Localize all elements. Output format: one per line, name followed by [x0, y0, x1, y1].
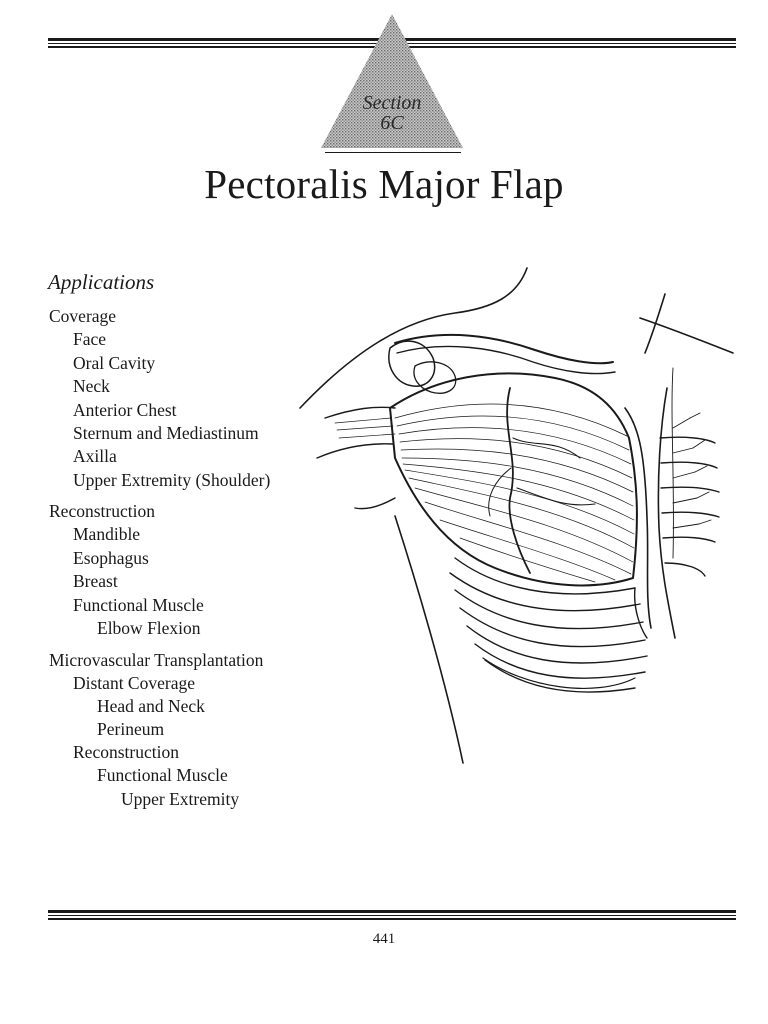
- list-item: Functional Muscle: [73, 595, 204, 615]
- list-item: Esophagus: [73, 548, 149, 568]
- bottom-double-rule: [48, 910, 736, 920]
- list-item: Reconstruction: [49, 501, 155, 521]
- list-item: Neck: [73, 376, 110, 396]
- list-item: Oral Cavity: [73, 353, 156, 373]
- list-item: Elbow Flexion: [97, 618, 201, 638]
- list-item: Microvascular Transplantation: [49, 650, 264, 670]
- list-item: Head and Neck: [97, 696, 205, 716]
- list-item: Sternum and Mediastinum: [73, 423, 259, 443]
- list-item: Functional Muscle: [97, 765, 228, 785]
- list-item: Anterior Chest: [73, 400, 177, 420]
- page-title: Pectoralis Major Flap: [204, 161, 564, 207]
- applications-heading: Applications: [48, 270, 155, 294]
- list-item: Upper Extremity (Shoulder): [73, 470, 271, 490]
- list-item: Face: [73, 329, 107, 349]
- section-number: 6C: [380, 112, 404, 134]
- list-item: Breast: [73, 571, 118, 591]
- badge-underline: [325, 152, 461, 153]
- section-label: Section: [362, 92, 422, 114]
- list-item: Perineum: [97, 719, 165, 739]
- list-item: Axilla: [73, 446, 117, 466]
- list-item: Mandible: [73, 524, 141, 544]
- list-item: Upper Extremity: [121, 789, 240, 809]
- pectoralis-major-illustration: [299, 267, 734, 764]
- list-item: Distant Coverage: [73, 673, 195, 693]
- triangle-icon: [321, 14, 463, 148]
- list-item: Coverage: [49, 306, 117, 326]
- section-triangle-badge: Section 6C: [318, 14, 466, 150]
- page-number: 441: [372, 931, 396, 947]
- list-item: Reconstruction: [73, 742, 179, 762]
